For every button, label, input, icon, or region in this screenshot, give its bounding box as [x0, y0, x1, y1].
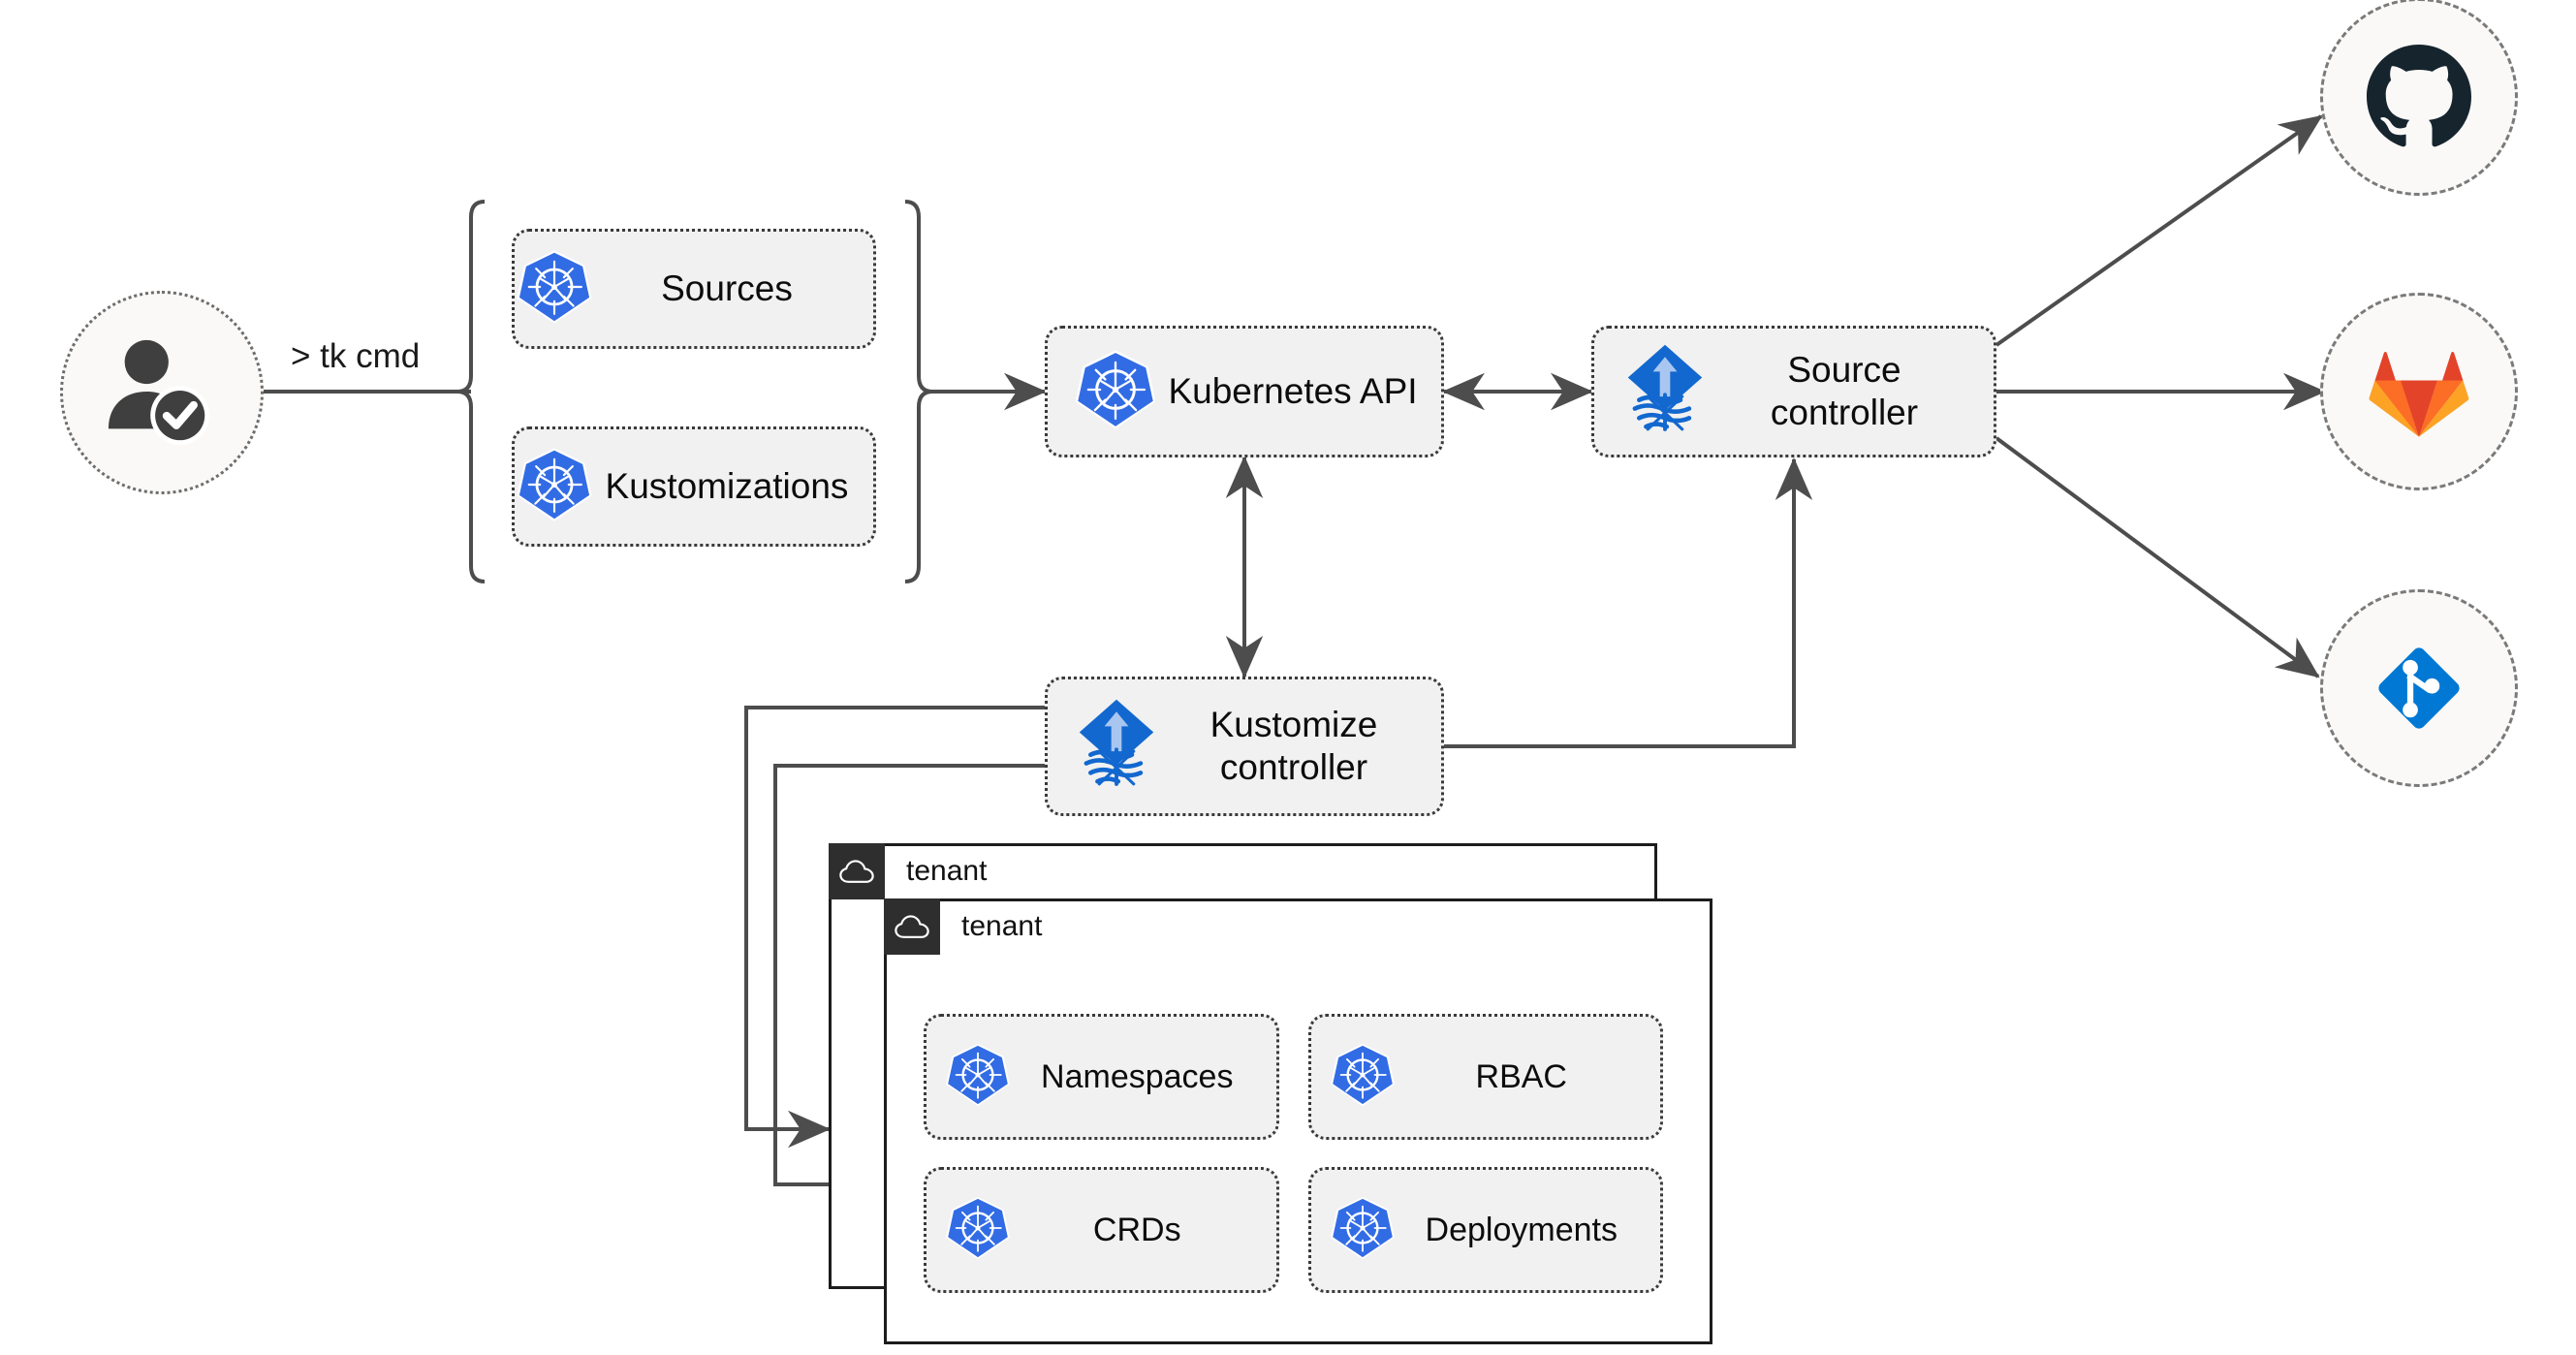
- kubernetes-icon: [515, 247, 594, 331]
- tenant-resource-namespaces[interactable]: Namespaces: [924, 1014, 1279, 1140]
- tenant-card-front[interactable]: tenant: [884, 898, 1712, 1344]
- cloud-icon: [829, 843, 885, 899]
- source-controller-label: Source controller: [1770, 350, 1919, 432]
- resource-box-kustomizations[interactable]: Kustomizations: [512, 426, 876, 547]
- tenant-header: tenant: [884, 898, 1042, 955]
- edge-source-to-github: [1995, 114, 2323, 347]
- kubernetes-icon: [944, 1194, 1012, 1267]
- resources-right-brace: [904, 200, 933, 583]
- kubernetes-icon: [944, 1041, 1012, 1114]
- user-actor[interactable]: [60, 291, 264, 494]
- tenant-resource-grid: Namespaces: [924, 1014, 1663, 1293]
- flux-icon: [1621, 343, 1709, 441]
- kubernetes-icon: [1073, 347, 1158, 437]
- tenant-body: Namespaces: [887, 958, 1710, 1341]
- resources-left-brace: [456, 200, 486, 583]
- provider-github[interactable]: [2320, 0, 2518, 196]
- provider-gitlab[interactable]: [2320, 293, 2518, 490]
- kubernetes-icon: [1329, 1194, 1397, 1267]
- edge-source-to-azure: [1995, 436, 2320, 678]
- source-controller-node[interactable]: Source controller: [1591, 326, 1996, 457]
- kustomize-controller-label: Kustomize controller: [1209, 705, 1378, 787]
- user-verified-icon: [108, 339, 210, 446]
- kustomize-controller-node[interactable]: Kustomize controller: [1045, 677, 1444, 816]
- tenant-resource-rbac[interactable]: RBAC: [1307, 1014, 1663, 1140]
- tenant-resource-label: Deployments: [1425, 1211, 1618, 1248]
- tenant-resource-crds[interactable]: CRDs: [924, 1167, 1279, 1293]
- tenant-header: tenant: [829, 843, 987, 899]
- tenant-resource-label: CRDs: [1092, 1211, 1181, 1248]
- command-label: > tk cmd: [291, 337, 421, 375]
- kubernetes-icon: [515, 445, 594, 529]
- flux-icon: [1073, 698, 1160, 796]
- tenant-label: tenant: [961, 910, 1043, 942]
- tenant-resource-label: RBAC: [1475, 1057, 1567, 1095]
- kubernetes-api-node[interactable]: Kubernetes API: [1045, 326, 1444, 457]
- github-icon: [2367, 45, 2471, 147]
- tenant-label: tenant: [906, 855, 988, 887]
- provider-azure-devops[interactable]: [2320, 589, 2518, 787]
- gitlab-icon: [2369, 352, 2469, 437]
- resource-label: Sources: [661, 268, 793, 309]
- kubernetes-api-label: Kubernetes API: [1168, 371, 1418, 412]
- tenant-resource-deployments[interactable]: Deployments: [1307, 1167, 1663, 1293]
- resource-box-sources[interactable]: Sources: [512, 229, 876, 349]
- cloud-icon: [884, 898, 940, 955]
- resource-label: Kustomizations: [605, 466, 849, 507]
- edge-kustomize-to-source: [1444, 457, 1813, 748]
- kubernetes-icon: [1329, 1041, 1397, 1114]
- git-repo-icon: [2378, 647, 2460, 729]
- tenant-resource-label: Namespaces: [1041, 1057, 1234, 1095]
